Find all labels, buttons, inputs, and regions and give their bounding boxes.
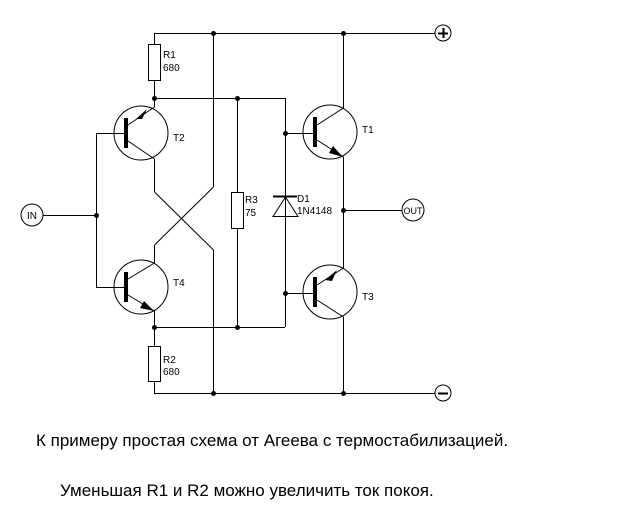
upper-bias-wire (154, 98, 286, 196)
junction-node (235, 96, 240, 101)
diode-d1: D1 1N4148 (272, 194, 332, 217)
junction-nodes (94, 31, 346, 396)
resistor-r1: R1 680 (148, 33, 180, 107)
lower-bias-wire (154, 216, 286, 328)
r2-value: 680 (163, 367, 180, 378)
d1-value: 1N4148 (297, 206, 332, 217)
junction-node (283, 131, 288, 136)
junction-node (341, 31, 346, 36)
t3-emitter-arrow (325, 270, 337, 281)
junction-node (211, 31, 216, 36)
input-terminal[interactable]: IN (20, 203, 44, 227)
junction-node (235, 325, 240, 330)
junction-node (152, 325, 157, 330)
positive-terminal[interactable]: + (434, 24, 452, 42)
r1-ref: R1 (163, 50, 176, 61)
t2-emitter-arrow (136, 109, 147, 119)
t4-ref: T4 (173, 278, 185, 289)
t3-ref: T3 (362, 292, 374, 303)
r2-ref: R2 (163, 355, 176, 366)
caption-note: Уменьшая R1 и R2 можно увеличить ток пок… (60, 481, 434, 500)
t4-emitter-arrow (140, 301, 154, 311)
resistor-r2: R2 680 (148, 311, 180, 393)
negative-terminal[interactable]: − (434, 384, 452, 402)
junction-node (283, 291, 288, 296)
transistor-t2: T2 (113, 98, 185, 161)
caption-description: К примеру простая схема от Агеева с терм… (36, 431, 509, 450)
transistor-t4: T4 (113, 259, 185, 315)
input-wiring (43, 133, 125, 288)
r1-value: 680 (163, 63, 180, 74)
junction-node (341, 391, 346, 396)
junction-node (94, 213, 99, 218)
d1-ref: D1 (297, 194, 310, 205)
junction-node (152, 96, 157, 101)
r3-value: 75 (245, 208, 257, 219)
resistor-r3: R3 75 (231, 98, 258, 327)
t1-ref: T1 (362, 125, 374, 136)
transistor-t3: T3 (285, 264, 374, 393)
t1-emitter-arrow (329, 146, 343, 157)
r3-ref: R3 (245, 195, 258, 206)
junction-node (341, 208, 346, 213)
amplifier-schematic: R1 680 R2 680 R3 75 D (20, 24, 452, 402)
t2-ref: T2 (173, 133, 185, 144)
input-label: IN (27, 211, 37, 222)
cross-wires (154, 33, 214, 393)
output-label: OUT (404, 206, 424, 216)
output-terminal[interactable]: OUT (401, 198, 425, 222)
transistor-t1: T1 (285, 33, 374, 265)
junction-node (211, 391, 216, 396)
